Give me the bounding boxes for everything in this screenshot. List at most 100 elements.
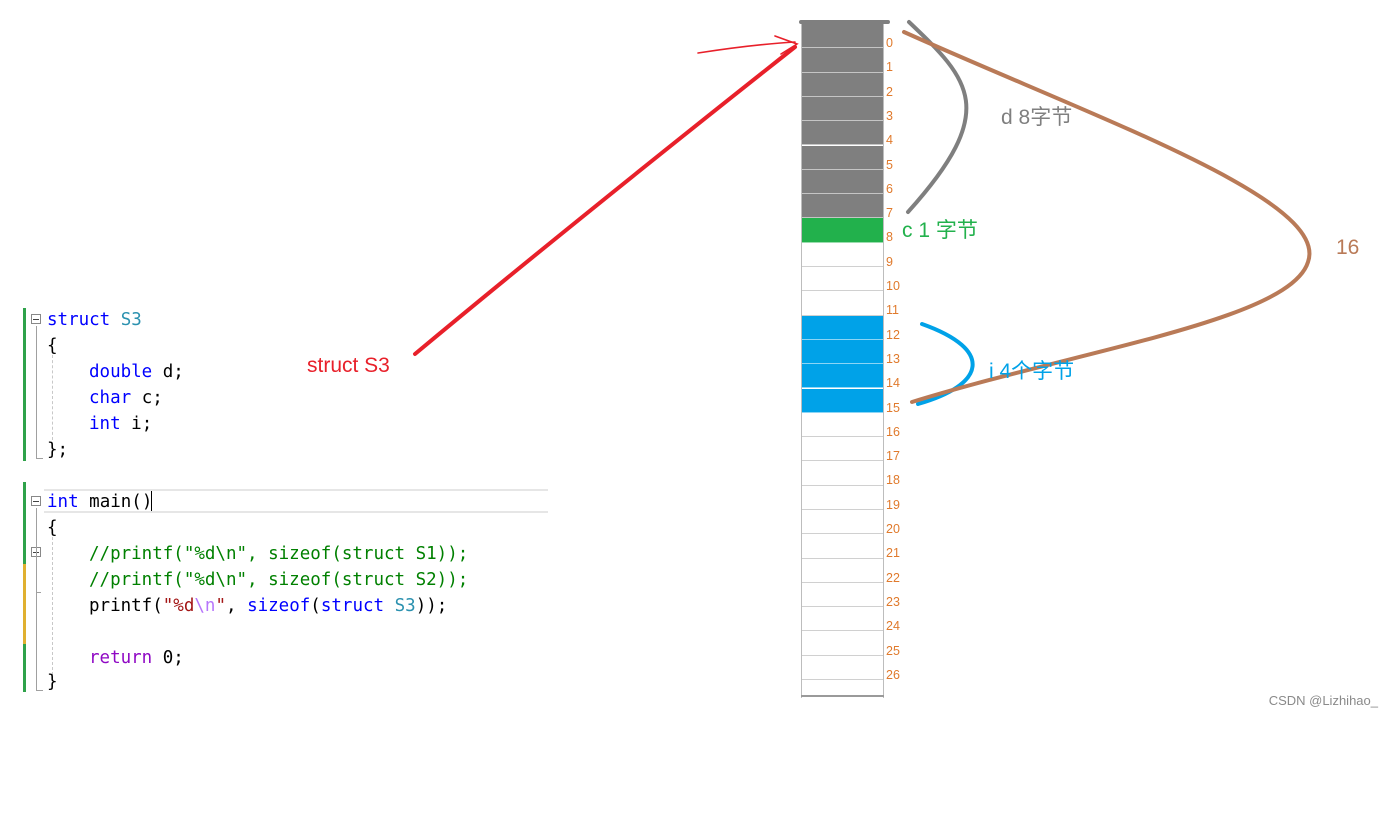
memory-byte-cell (802, 24, 883, 49)
code-line-member-i: int i; (89, 412, 152, 436)
struct-label: struct S3 (307, 354, 390, 377)
byte-offset-label: 25 (886, 643, 900, 658)
code-line-printf: printf("%d\n", sizeof(struct S3)); (89, 594, 447, 618)
indent-guide (52, 537, 53, 685)
memory-byte-cell (802, 655, 883, 681)
identifier: c; (141, 388, 163, 408)
keyword: int (89, 414, 121, 434)
total-brace-curve (902, 30, 1312, 404)
code-line-brace: { (47, 336, 58, 356)
memory-column-right-border (883, 22, 884, 698)
keyword: struct (320, 596, 385, 616)
code-line-member-d: double d; (89, 360, 184, 384)
annotation-layer (413, 20, 1312, 406)
byte-offset-label: 24 (886, 619, 900, 634)
red-arrow-head (697, 35, 799, 55)
byte-offset-label: 21 (886, 546, 900, 561)
byte-offset-label: 2 (886, 84, 893, 99)
memory-byte-cell (802, 48, 883, 73)
memory-byte-cell (802, 607, 883, 632)
memory-byte-cell (802, 364, 883, 389)
keyword: int (47, 492, 79, 512)
byte-offset-label: 17 (886, 449, 900, 464)
memory-column-left-border (801, 22, 802, 698)
memory-byte-cell (802, 558, 883, 583)
fold-outline (36, 690, 43, 691)
code-line-main-close: } (47, 672, 58, 692)
keyword: double (89, 362, 153, 382)
d-brace-curve (906, 20, 969, 214)
type-name: S3 (394, 596, 416, 616)
keyword: char (89, 388, 132, 408)
memory-byte-cell (802, 267, 883, 292)
byte-offset-label: 12 (886, 327, 900, 342)
code-line-main: int main() (47, 490, 152, 514)
byte-offset-label: 0 (886, 36, 893, 50)
byte-offset-label: 5 (886, 157, 893, 172)
memory-byte-cell (802, 437, 883, 462)
byte-offset-label: 4 (886, 133, 893, 148)
collapse-struct-icon[interactable] (31, 314, 41, 324)
red-arrow-line (413, 45, 797, 356)
memory-byte-cell (802, 485, 883, 510)
memory-byte-cell (802, 169, 883, 195)
memory-byte-cell (802, 121, 883, 146)
code-line-comment-1: //printf("%d\n", sizeof(struct S1)); (89, 544, 469, 564)
type-name: S3 (120, 310, 142, 330)
current-line-highlight (44, 489, 548, 513)
memory-byte-cell (802, 582, 883, 608)
i-size-label: i 4个字节 (989, 360, 1075, 383)
memory-byte-cell (802, 218, 883, 243)
byte-offset-label: 22 (886, 570, 900, 585)
indent-guide (52, 355, 53, 440)
byte-offset-label: 3 (886, 108, 893, 123)
identifier: main() (89, 492, 153, 512)
byte-offset-label: 15 (886, 400, 900, 415)
byte-offset-label: 7 (886, 206, 893, 221)
punctuation: , (226, 596, 248, 616)
byte-offset-label: 9 (886, 254, 893, 269)
byte-offset-label: 11 (886, 303, 899, 318)
byte-offset-label: 6 (886, 181, 893, 196)
memory-byte-cell (802, 96, 883, 122)
fold-outline (36, 326, 37, 459)
gutter-change-bar (23, 482, 26, 564)
keyword: sizeof (247, 596, 311, 616)
memory-byte-cell (802, 242, 883, 267)
code-editor[interactable]: struct S3 { double d; char c; int i; }; … (0, 0, 548, 840)
escape-sequence: \n (194, 596, 216, 616)
memory-byte-cell (802, 194, 883, 219)
fold-outline (36, 592, 41, 593)
byte-offset-label: 18 (886, 473, 900, 488)
memory-byte-cell (802, 72, 883, 97)
memory-byte-cell (802, 315, 883, 340)
byte-offset-label: 23 (886, 594, 900, 609)
c-size-label: c 1 字节 (902, 219, 978, 242)
i-brace-curve (916, 322, 975, 406)
collapse-main-icon[interactable] (31, 496, 41, 506)
byte-offset-label: 26 (886, 667, 900, 682)
memory-column-bottom (801, 695, 884, 697)
text-caret (151, 491, 152, 511)
byte-offset-label: 1 (886, 60, 893, 75)
byte-offset-label: 10 (886, 279, 900, 293)
gutter-change-bar (23, 308, 26, 461)
memory-column-top (799, 20, 890, 24)
code-line-return: return 0; (89, 646, 184, 670)
function-name: printf( (89, 596, 163, 616)
byte-offset-label: 14 (886, 376, 900, 391)
code-line-close-struct: }; (47, 440, 69, 460)
fold-outline (36, 508, 37, 691)
byte-offset-label: 13 (886, 351, 900, 366)
memory-byte-cell (802, 339, 883, 365)
punctuation: ( (310, 596, 321, 616)
total-size-label: 16 (1336, 236, 1360, 259)
code-line-comment-2: //printf("%d\n", sizeof(struct S2)); (89, 570, 469, 590)
keyword: return (89, 648, 153, 668)
d-size-label: d 8字节 (1001, 106, 1073, 129)
gutter-change-bar (23, 564, 26, 644)
code-line-struct: struct S3 (47, 308, 142, 332)
byte-offset-label: 20 (886, 522, 900, 536)
string-literal: " (215, 596, 226, 616)
memory-byte-cell (802, 291, 883, 316)
